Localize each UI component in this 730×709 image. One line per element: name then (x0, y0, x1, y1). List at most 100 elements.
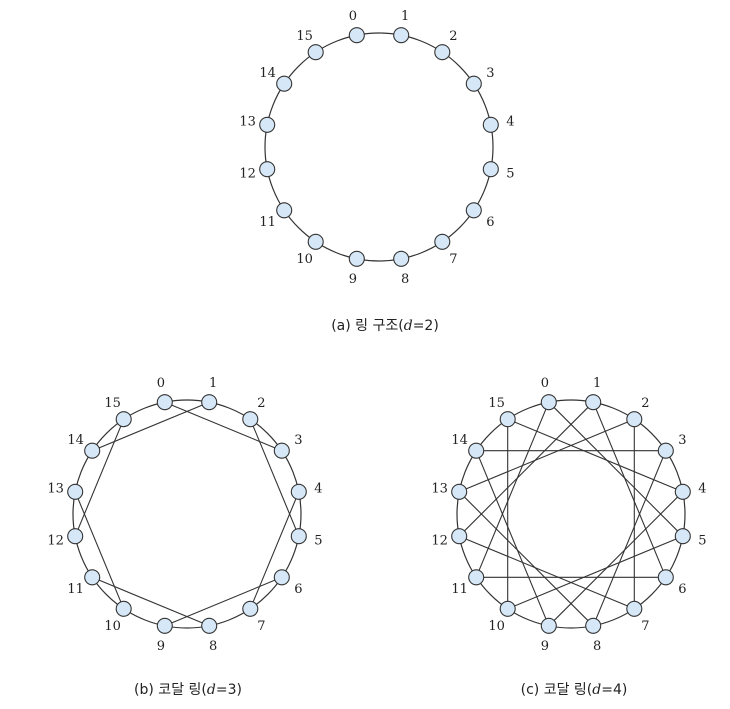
node-15 (307, 44, 324, 61)
node-label-10: 10 (104, 619, 121, 634)
node-label-5: 5 (314, 534, 322, 549)
chord-14-1 (91, 401, 210, 452)
node-10 (307, 233, 324, 250)
node-label-4: 4 (698, 481, 706, 496)
node-label-8: 8 (209, 639, 217, 654)
node-label-15: 15 (296, 29, 313, 44)
node-label-5: 5 (698, 534, 706, 549)
node-1 (201, 394, 218, 411)
node-4 (674, 483, 691, 500)
ring-circle (72, 399, 302, 629)
node-7 (434, 233, 451, 250)
chord-8-11 (91, 576, 210, 627)
node-13 (451, 483, 468, 500)
node-label-5: 5 (506, 167, 514, 182)
node-6 (657, 569, 674, 586)
chord-12-15 (74, 418, 125, 537)
node-2 (434, 44, 451, 61)
chord-4-9 (548, 491, 684, 627)
node-6 (465, 202, 482, 219)
node-label-9: 9 (349, 272, 357, 287)
node-15 (499, 411, 516, 428)
node-12 (451, 528, 468, 545)
node-15 (115, 411, 132, 428)
node-label-10: 10 (296, 252, 313, 267)
node-5 (290, 528, 307, 545)
node-label-7: 7 (449, 252, 457, 267)
node-13 (67, 483, 84, 500)
chord-10-13 (74, 491, 125, 610)
node-8 (393, 250, 410, 267)
chord-1-6 (592, 401, 667, 578)
node-4 (290, 483, 307, 500)
node-2 (242, 411, 259, 428)
node-label-6: 6 (486, 215, 494, 230)
node-label-13: 13 (47, 481, 64, 496)
chord-5-10 (507, 535, 684, 610)
chord-2-5 (249, 418, 300, 537)
node-label-7: 7 (257, 619, 265, 634)
node-3 (465, 75, 482, 92)
chord-12-1 (458, 401, 594, 537)
node-label-6: 6 (678, 582, 686, 597)
node-14 (468, 442, 485, 459)
node-label-4: 4 (314, 481, 322, 496)
node-label-3: 3 (486, 66, 494, 81)
node-label-2: 2 (641, 396, 649, 411)
node-9 (348, 250, 365, 267)
caption-b: (b) 코달 링(d=3) (134, 682, 242, 698)
node-10 (115, 600, 132, 617)
node-label-0: 0 (157, 376, 165, 391)
node-label-9: 9 (541, 639, 549, 654)
node-label-12: 12 (431, 534, 448, 549)
node-12 (67, 528, 84, 545)
node-14 (84, 442, 101, 459)
node-label-13: 13 (239, 114, 256, 129)
node-label-14: 14 (259, 66, 276, 81)
ring-circle (456, 399, 686, 629)
node-0 (156, 394, 173, 411)
caption-c: (c) 코달 링(d=4) (521, 682, 628, 698)
node-label-3: 3 (294, 433, 302, 448)
node-8 (201, 617, 218, 634)
node-11 (468, 569, 485, 586)
node-0 (348, 27, 365, 44)
node-label-1: 1 (209, 376, 217, 391)
node-11 (276, 202, 293, 219)
node-4 (482, 116, 499, 133)
node-label-1: 1 (401, 9, 409, 24)
chord-11-0 (475, 401, 550, 578)
node-5 (674, 528, 691, 545)
node-5 (482, 161, 499, 178)
node-8 (585, 617, 602, 634)
node-6 (273, 569, 290, 586)
chord-6-9 (164, 576, 283, 627)
chord-7-12 (458, 535, 635, 610)
node-7 (242, 600, 259, 617)
node-label-8: 8 (593, 639, 601, 654)
chord-3-8 (592, 450, 667, 627)
node-label-4: 4 (506, 114, 514, 129)
chord-0-3 (164, 401, 283, 452)
node-14 (276, 75, 293, 92)
node-7 (626, 600, 643, 617)
ring-circle (264, 32, 494, 262)
node-label-14: 14 (451, 433, 468, 448)
node-11 (84, 569, 101, 586)
node-label-6: 6 (294, 582, 302, 597)
chord-4-7 (249, 491, 300, 610)
node-label-11: 11 (67, 582, 84, 597)
node-3 (273, 442, 290, 459)
node-label-11: 11 (451, 582, 468, 597)
node-2 (626, 411, 643, 428)
chord-8-13 (458, 491, 594, 627)
node-3 (657, 442, 674, 459)
node-label-12: 12 (239, 167, 256, 182)
node-label-3: 3 (678, 433, 686, 448)
caption-a: (a) 링 구조(d=2) (331, 318, 439, 334)
node-label-11: 11 (259, 215, 276, 230)
node-label-8: 8 (401, 272, 409, 287)
node-9 (540, 617, 557, 634)
node-label-2: 2 (257, 396, 265, 411)
